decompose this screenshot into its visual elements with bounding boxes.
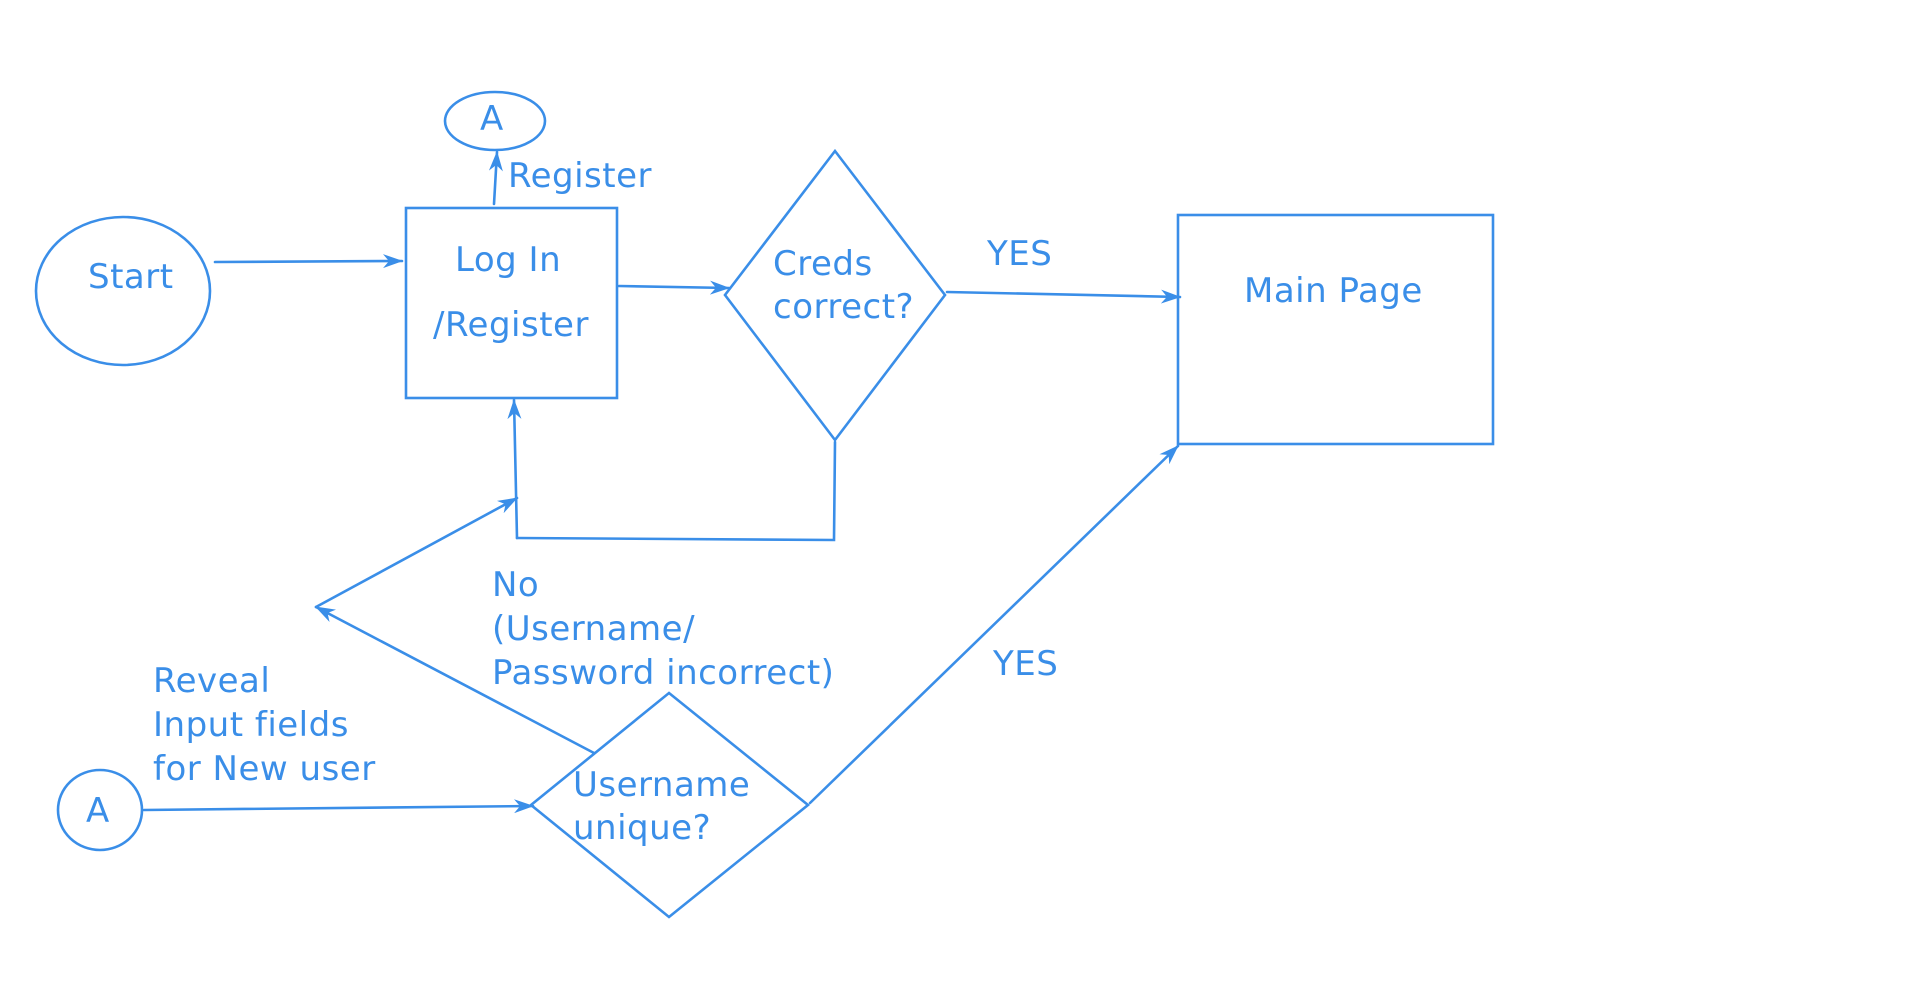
creds-label-line1: Creds [773, 244, 873, 284]
login-register-box [404, 206, 619, 400]
start-label: Start [88, 257, 174, 297]
connector-a-bottom [56, 768, 144, 852]
edge-creds-no-loop [515, 440, 837, 542]
no-edge-label-line1: No [492, 565, 539, 605]
edge-creds-to-main-page [945, 289, 1182, 304]
edge-connector-a-to-unique [142, 799, 535, 814]
reveal-edge-label-line3: for New user [153, 749, 376, 789]
login-label-line1: Log In [455, 240, 561, 280]
unique-label-line2: unique? [573, 808, 711, 848]
username-unique-decision [528, 691, 811, 919]
creds-label-line2: correct? [773, 287, 914, 327]
edge-unique-no-back-to-login [314, 496, 519, 609]
no-edge-label-line3: Password incorrect) [492, 653, 834, 693]
reveal-edge-label-line2: Input fields [153, 705, 349, 745]
login-label-line2: /Register [433, 305, 589, 345]
edge-start-to-login [213, 254, 404, 269]
creds-correct-decision [723, 148, 947, 443]
unique-label-line1: Username [573, 765, 750, 805]
main-page-box [1176, 213, 1495, 446]
edge-login-to-creds [617, 280, 731, 295]
yes-bottom-edge-label: YES [992, 644, 1058, 684]
register-edge-label: Register [508, 156, 652, 196]
edge-unique-no-out [314, 605, 596, 755]
connector-a-bottom-label: A [86, 791, 110, 831]
edge-login-to-connector-a [488, 150, 503, 206]
edge-unique-yes-to-main-page [808, 444, 1180, 805]
connector-a-top [443, 90, 547, 152]
edge-loop-up-to-login [507, 398, 522, 540]
start-node [34, 215, 212, 367]
connector-a-top-label: A [480, 99, 504, 139]
reveal-edge-label-line1: Reveal [153, 661, 270, 701]
main-page-label: Main Page [1244, 271, 1423, 311]
yes-top-edge-label: YES [986, 234, 1052, 274]
no-edge-label-line2: (Username/ [492, 609, 695, 649]
